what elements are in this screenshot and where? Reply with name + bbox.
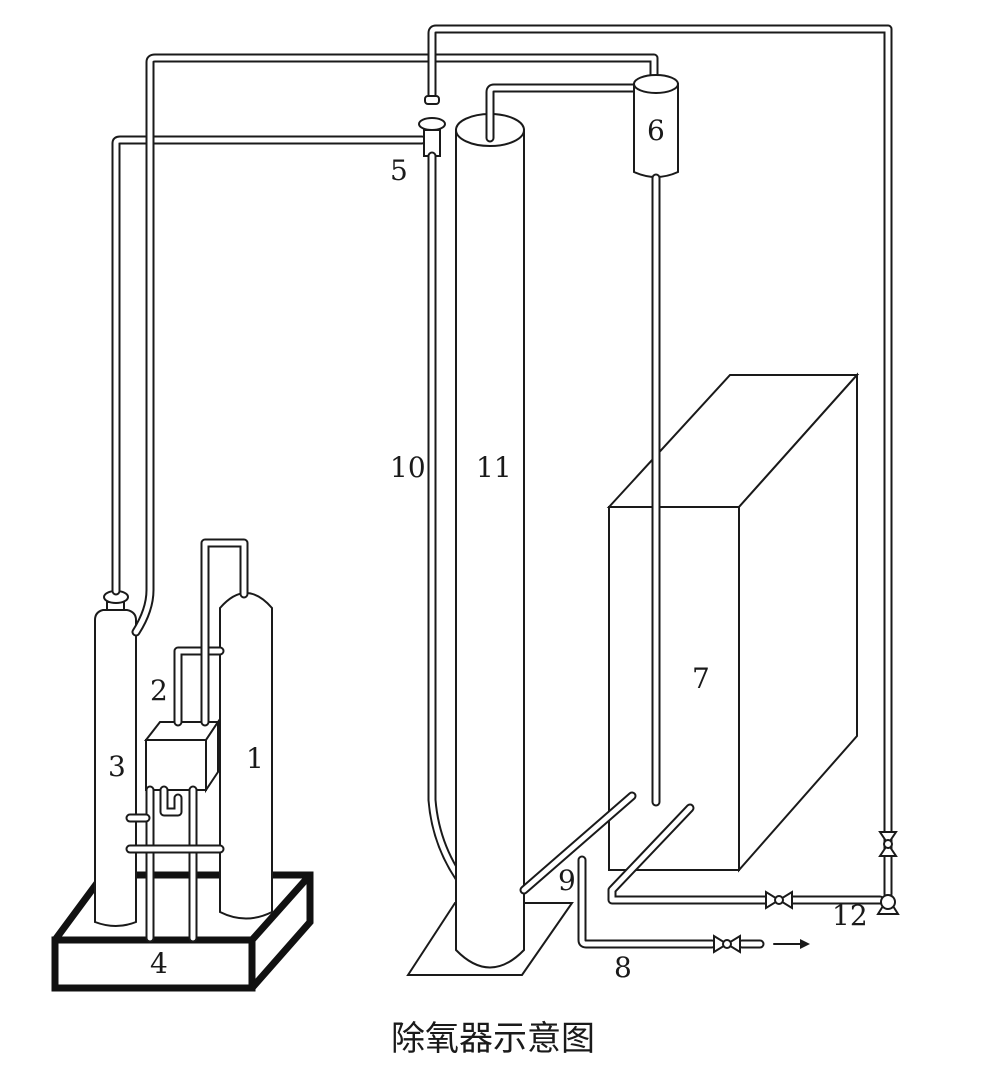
label-9: 9 <box>558 864 576 897</box>
label-11: 11 <box>476 451 512 484</box>
column-11 <box>406 83 645 976</box>
diagram-caption: 除氧器示意图 <box>391 1019 595 1059</box>
valve-drain <box>713 934 741 954</box>
supply-pipes <box>111 24 893 899</box>
pipe-9 <box>519 791 637 895</box>
label-10: 10 <box>390 451 426 484</box>
flow-arrow-icon <box>773 939 810 949</box>
label-1: 1 <box>246 742 264 775</box>
pipe-12 <box>607 803 885 905</box>
label-8: 8 <box>614 951 632 984</box>
valve-tank-outlet <box>765 890 793 910</box>
vessel-6 <box>633 74 679 178</box>
tank-7 <box>606 372 860 873</box>
label-3: 3 <box>108 750 126 783</box>
label-4: 4 <box>150 947 168 980</box>
column-1 <box>219 592 273 920</box>
pipe-8 <box>577 855 765 949</box>
label-12: 12 <box>832 899 868 932</box>
base-frame <box>51 871 314 992</box>
label-5: 5 <box>390 154 408 187</box>
valve-vertical-right <box>878 831 898 857</box>
label-6: 6 <box>647 114 665 147</box>
control-box <box>143 718 220 794</box>
tube-3 <box>94 590 137 927</box>
local-pipes <box>125 538 249 943</box>
fitting-5 <box>418 95 446 157</box>
label-7: 7 <box>692 662 710 695</box>
label-2: 2 <box>150 674 168 707</box>
pump-12 <box>876 894 900 915</box>
